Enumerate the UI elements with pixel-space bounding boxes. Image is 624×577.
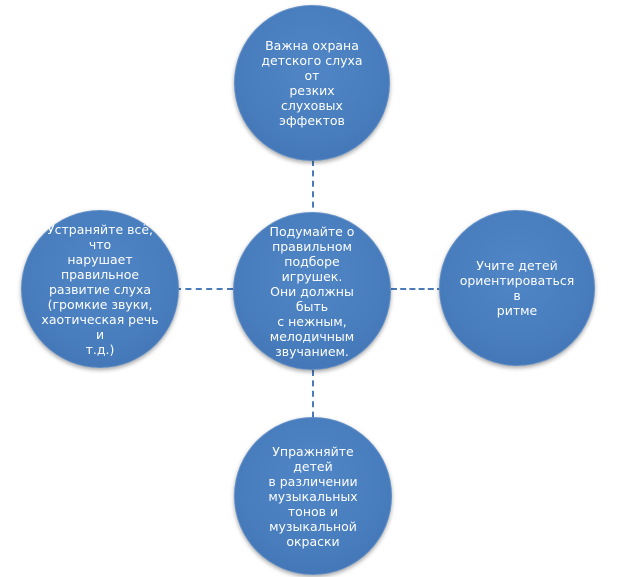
connector-left [175, 288, 233, 290]
node-center-text: Подумайте о правильном подборе игрушек. … [269, 223, 355, 359]
node-top-text: Важна охрана детского слуха от резких сл… [261, 38, 363, 128]
node-left-text: Устраняйте всё, что нарушает правильное … [41, 221, 159, 357]
node-top-circle: Важна охрана детского слуха от резких сл… [234, 5, 390, 161]
connector-right [391, 288, 443, 290]
connector-top [312, 160, 314, 218]
node-left-circle: Устраняйте всё, что нарушает правильное … [21, 210, 179, 368]
node-right-text: Учите детей ориентироваться в ритме [459, 258, 575, 318]
node-right-circle: Учите детей ориентироваться в ритме [439, 210, 595, 366]
node-bottom-text: Упражняйте детей в различении музыкальны… [268, 443, 358, 549]
node-bottom-circle: Упражняйте детей в различении музыкальны… [234, 417, 392, 575]
node-center-circle: Подумайте о правильном подборе игрушек. … [233, 212, 391, 370]
connector-bottom [312, 370, 314, 428]
